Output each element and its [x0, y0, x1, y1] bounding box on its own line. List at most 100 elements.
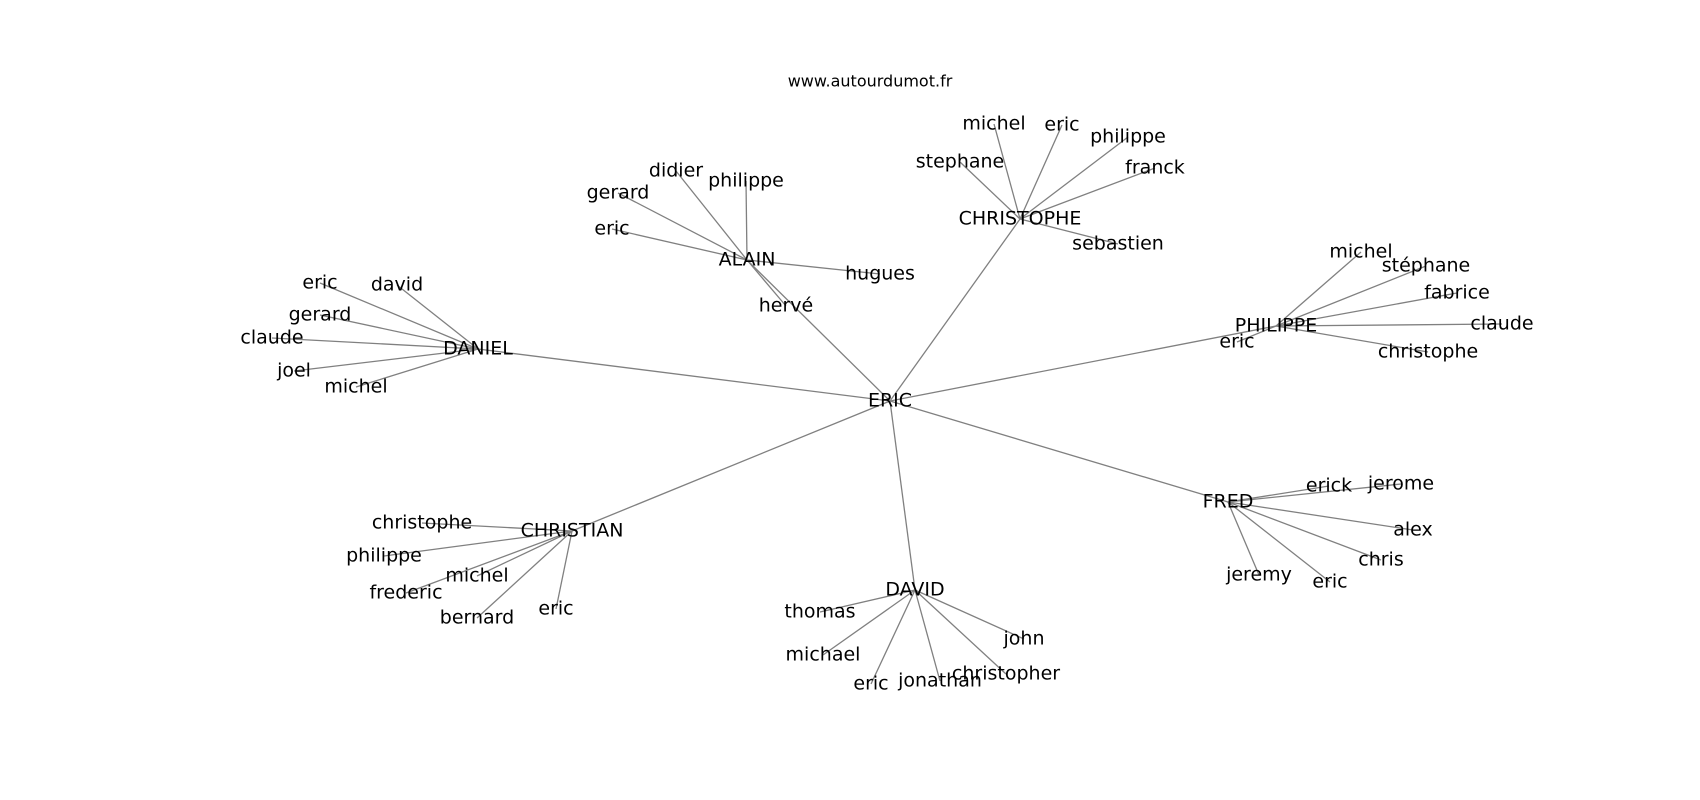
edge-hub-leaf [1275, 265, 1427, 327]
leaf-node-label: erick [1306, 475, 1352, 497]
leaf-node-label: gerard [587, 182, 650, 204]
edge-hub-leaf [319, 314, 479, 350]
leaf-node-label: eric [594, 218, 629, 240]
hub-node-label: CHRISTOPHE [959, 208, 1082, 230]
edge-hub-leaf [555, 530, 573, 610]
leaf-node-label: sebastien [1072, 233, 1164, 255]
leaf-node-label: christopher [952, 663, 1060, 685]
edge-root-hub [889, 400, 916, 591]
leaf-node-label: philippe [346, 545, 422, 567]
edges-layer [271, 123, 1503, 685]
hub-node-label: CHRISTIAN [521, 520, 624, 542]
edge-hub-leaf [1275, 251, 1362, 327]
leaf-node-label: eric [1044, 114, 1079, 136]
leaf-node-label: didier [649, 160, 703, 182]
edge-root-hub [889, 218, 1021, 402]
edge-root-hub [889, 400, 1229, 503]
leaf-node-label: stéphane [1382, 255, 1471, 277]
edge-hub-leaf [1275, 325, 1429, 353]
edge-hub-leaf [405, 530, 573, 594]
edge-hub-leaf [383, 530, 573, 557]
leaf-node-label: michel [962, 113, 1025, 135]
leaf-node-label: eric [538, 598, 573, 620]
leaf-node-label: philippe [708, 170, 784, 192]
leaf-node-label: john [1003, 628, 1045, 650]
edge-hub-leaf [993, 123, 1021, 220]
edge-root-hub [746, 259, 891, 402]
root-node-label: ERIC [868, 390, 912, 412]
leaf-node-label: michael [786, 644, 861, 666]
edge-hub-leaf [271, 337, 479, 350]
leaf-node-label: thomas [784, 601, 855, 623]
leaf-node-label: joel [276, 360, 311, 382]
edge-hub-leaf [1227, 501, 1382, 561]
leaf-node-label: michel [1329, 241, 1392, 263]
edge-hub-leaf [746, 259, 787, 307]
leaf-node-label: franck [1125, 157, 1185, 179]
edge-hub-leaf [959, 161, 1021, 220]
edge-hub-leaf [396, 284, 479, 350]
edge-hub-leaf [870, 589, 916, 685]
edge-hub-leaf [1275, 292, 1458, 327]
edge-hub-leaf [1227, 501, 1414, 531]
leaf-node-label: chris [1358, 549, 1403, 571]
leaf-node-label: hervé [759, 295, 813, 317]
edge-root-hub [889, 325, 1277, 402]
edge-hub-leaf [745, 180, 748, 261]
edge-hub-leaf [914, 589, 941, 682]
leaf-node-label: eric [853, 673, 888, 695]
leaf-node-label: eric [1312, 571, 1347, 593]
edge-hub-leaf [1019, 218, 1119, 245]
leaf-node-label: stephane [916, 151, 1005, 173]
leaf-node-label: jerome [1367, 473, 1434, 495]
edge-hub-leaf [822, 589, 916, 656]
edge-hub-leaf [1227, 501, 1331, 583]
edge-hub-leaf [1019, 124, 1063, 220]
edge-hub-leaf [355, 348, 479, 388]
edge-hub-leaf [319, 282, 479, 350]
hub-node-label: FRED [1203, 491, 1254, 513]
leaf-node-label: hugues [845, 263, 915, 285]
edge-hub-leaf [1227, 483, 1402, 503]
edge-hub-leaf [675, 170, 748, 261]
leaf-node-label: david [371, 274, 423, 296]
leaf-node-label: jonathan [897, 670, 982, 692]
edge-hub-leaf [819, 589, 916, 613]
edge-hub-leaf [914, 589, 1007, 675]
leaf-node-label: christophe [372, 512, 472, 534]
edge-hub-leaf [611, 228, 748, 261]
edge-hub-leaf [476, 530, 573, 619]
leaf-node-label: claude [1470, 313, 1533, 335]
edge-hub-leaf [914, 589, 1025, 640]
leaf-node-label: eric [302, 272, 337, 294]
edge-hub-leaf [1275, 323, 1503, 327]
leaf-node-label: alex [1393, 519, 1433, 541]
leaf-node-label: eric [1219, 331, 1254, 353]
leaf-node-label: frederic [369, 582, 442, 604]
edge-hub-leaf [1236, 325, 1277, 343]
edge-hub-leaf [1019, 136, 1129, 220]
leaf-node-label: bernard [440, 607, 514, 629]
edge-root-hub [477, 348, 891, 402]
edge-hub-leaf [1019, 167, 1156, 220]
leaf-node-label: jeremy [1225, 564, 1292, 586]
hub-node-label: ALAIN [719, 249, 776, 271]
leaf-node-label: michel [324, 376, 387, 398]
edge-hub-leaf [1227, 501, 1260, 576]
edge-hub-leaf [1227, 485, 1330, 503]
hub-node-label: PHILIPPE [1235, 315, 1317, 337]
edge-hub-leaf [421, 522, 573, 532]
leaf-node-label: gerard [289, 304, 352, 326]
site-title: www.autourdumot.fr [788, 72, 953, 91]
hub-node-label: DANIEL [443, 338, 513, 360]
edge-root-hub [571, 400, 891, 532]
edge-hub-leaf [293, 348, 479, 372]
edge-hub-leaf [746, 259, 881, 275]
hub-node-label: DAVID [885, 579, 944, 601]
leaf-node-label: fabrice [1424, 282, 1490, 304]
edge-hub-leaf [476, 530, 573, 577]
leaf-node-label: philippe [1090, 126, 1166, 148]
leaf-node-label: michel [445, 565, 508, 587]
